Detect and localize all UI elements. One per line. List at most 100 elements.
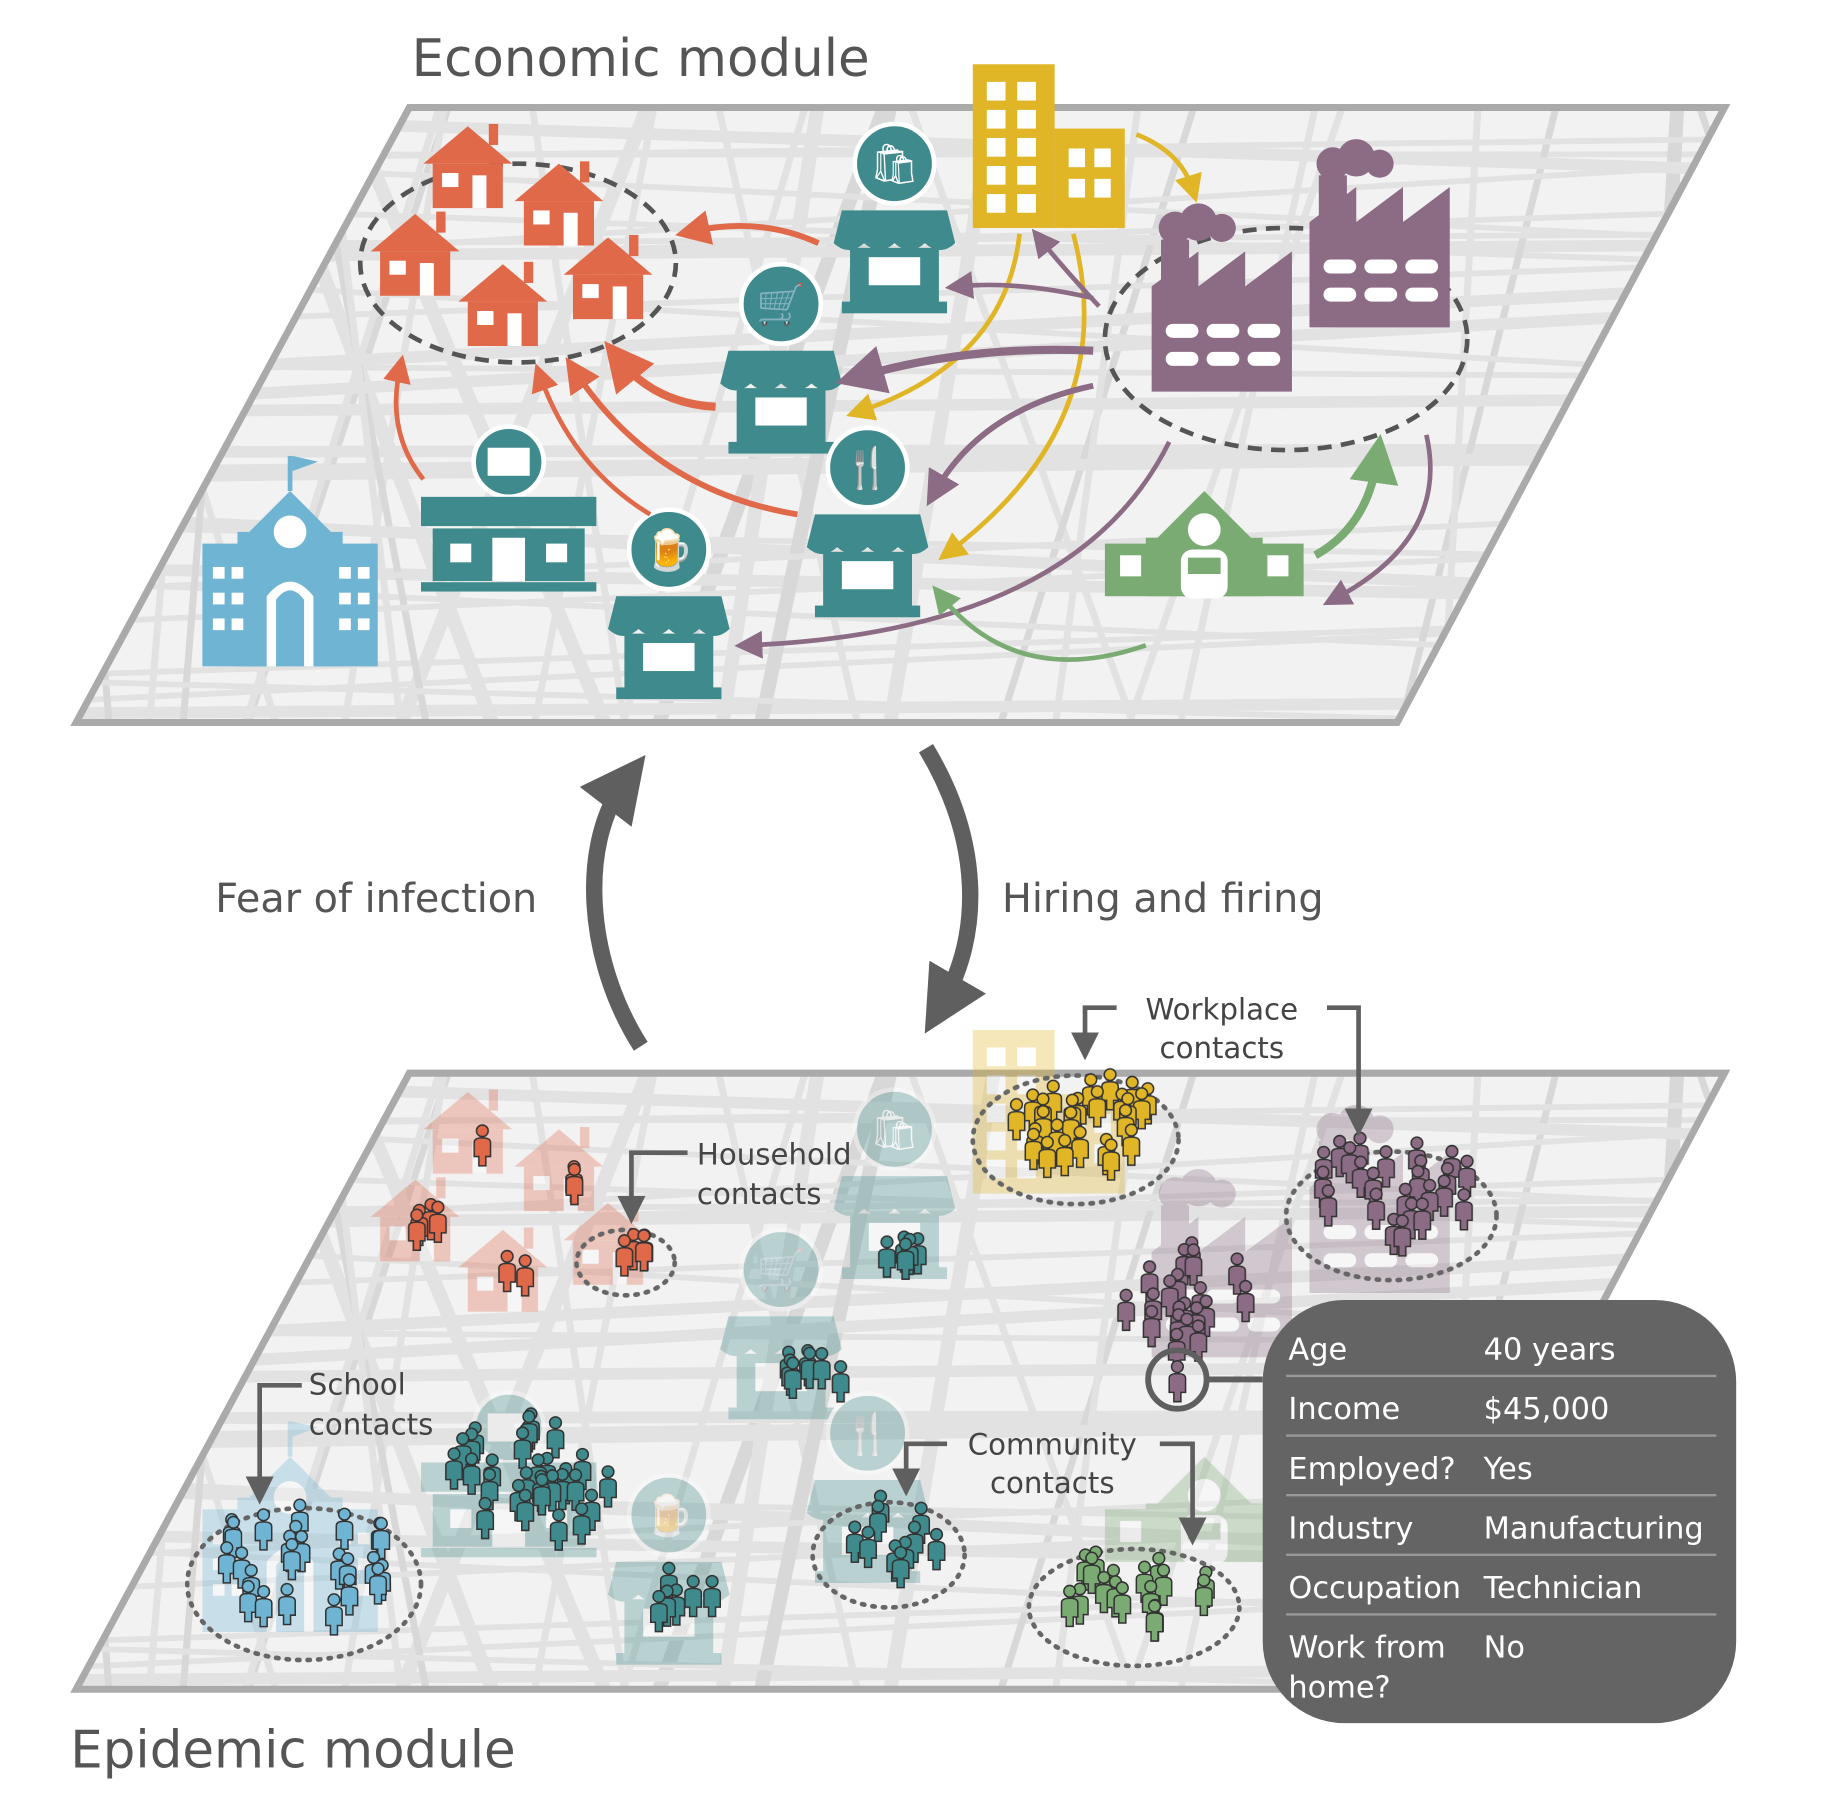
economic-layer-contents: 🛍 🛒 🍴 🍺 xyxy=(202,64,1470,700)
contact-cluster xyxy=(184,1498,424,1663)
house-icon xyxy=(423,123,513,209)
svg-text:🛒: 🛒 xyxy=(756,1247,805,1294)
person-icon xyxy=(1367,1187,1386,1230)
person-icon xyxy=(1145,1599,1164,1642)
economic-flow-arrow xyxy=(932,585,1147,662)
person-icon xyxy=(533,1473,551,1516)
economic-flow-arrow xyxy=(1031,228,1101,308)
contact-cluster xyxy=(407,1197,447,1251)
person-icon xyxy=(254,1508,273,1551)
hiring-and-firing-arrow xyxy=(919,743,986,1034)
person-icon xyxy=(549,1508,568,1551)
person-icon xyxy=(1055,1133,1074,1177)
contact-group-outline xyxy=(810,1499,967,1610)
attribute-value: $45,000 xyxy=(1484,1392,1610,1427)
person-icon xyxy=(1236,1279,1255,1323)
shopping-bag-store-icon: 🛍 xyxy=(833,121,956,314)
economic-flow-arrow xyxy=(846,233,1022,421)
contact-group-outline xyxy=(184,1505,424,1663)
person-icon xyxy=(1070,1582,1089,1625)
person-icon xyxy=(1071,1125,1090,1169)
person-icon xyxy=(1154,1563,1173,1607)
contact-cluster xyxy=(473,1124,492,1167)
contact-cluster xyxy=(970,1068,1181,1207)
school-contacts-label-2: contacts xyxy=(309,1407,434,1441)
economic-flow-arrow xyxy=(1135,132,1202,203)
person-icon xyxy=(292,1529,311,1573)
person-icon xyxy=(1168,1360,1187,1403)
person-icon xyxy=(1393,1214,1412,1257)
firms-group-outline xyxy=(1102,225,1470,453)
epidemic-module-title: Epidemic module xyxy=(70,1721,515,1781)
factory-icon xyxy=(1309,139,1450,328)
person-icon xyxy=(649,1589,668,1633)
person-icon xyxy=(516,1254,535,1297)
economic-flow-arrow xyxy=(383,354,426,481)
person-icon xyxy=(462,1452,481,1495)
person-icon xyxy=(1082,1551,1101,1594)
attribute-label: Income xyxy=(1288,1392,1400,1427)
person-icon xyxy=(369,1562,387,1605)
economic-flow-arrow xyxy=(734,440,1172,659)
person-icon xyxy=(1458,1154,1476,1198)
person-icon xyxy=(1435,1174,1454,1217)
svg-text:🍴: 🍴 xyxy=(843,1410,892,1457)
person-icon xyxy=(634,1229,653,1272)
bar-icon: 🍺 xyxy=(608,507,730,700)
person-icon xyxy=(1038,1135,1057,1179)
office-building-icon xyxy=(972,64,1125,228)
person-icon xyxy=(927,1527,946,1571)
contact-group-outline xyxy=(1283,1149,1499,1283)
attribute-value: No xyxy=(1484,1631,1525,1666)
economic-flow-arrow xyxy=(944,271,1094,301)
train-station-icon xyxy=(1104,491,1304,599)
person-icon xyxy=(224,1515,243,1559)
person-icon xyxy=(615,1234,634,1277)
community-contacts-label-2: contacts xyxy=(990,1466,1115,1500)
workplace-contacts-callout: Workplace contacts xyxy=(1070,992,1373,1137)
person-icon xyxy=(812,1347,831,1390)
person-icon xyxy=(891,1545,910,1589)
school-contacts-callout: School contacts xyxy=(245,1368,434,1505)
person-icon xyxy=(335,1507,354,1551)
person-icon xyxy=(498,1249,517,1293)
attribute-value: Manufacturing xyxy=(1484,1511,1704,1546)
person-icon xyxy=(831,1360,850,1403)
person-icon xyxy=(1132,1087,1151,1130)
person-icon xyxy=(845,1520,864,1563)
person-icon xyxy=(428,1200,447,1243)
contact-cluster xyxy=(1026,1545,1242,1669)
workplace-contacts-label-1: Workplace xyxy=(1145,992,1298,1026)
attribute-label: Employed? xyxy=(1288,1452,1455,1487)
economic-flow-arrow xyxy=(1313,433,1399,559)
svg-text:🛒: 🛒 xyxy=(756,281,805,328)
attribute-label: Industry xyxy=(1288,1511,1413,1546)
person-icon xyxy=(217,1541,236,1584)
restaurant-icon: 🍴 xyxy=(806,425,929,618)
person-icon xyxy=(372,1516,391,1560)
cinema-icon xyxy=(420,424,597,592)
contact-group-outline xyxy=(574,1227,678,1298)
person-icon xyxy=(1117,1288,1136,1332)
contact-cluster xyxy=(498,1249,535,1297)
contact-cluster xyxy=(649,1561,722,1633)
person-icon xyxy=(473,1124,492,1167)
households-group-outline xyxy=(357,161,679,365)
grocery-store-icon: 🛒 xyxy=(720,261,842,454)
person-icon xyxy=(480,1467,499,1511)
person-icon xyxy=(516,1488,535,1532)
attribute-label: Occupation xyxy=(1288,1571,1461,1606)
fear-of-infection-label: Fear of infection xyxy=(215,876,537,922)
svg-text:🍴: 🍴 xyxy=(843,445,892,492)
person-icon xyxy=(684,1574,703,1618)
person-icon xyxy=(896,1237,915,1280)
attribute-label: home? xyxy=(1288,1670,1390,1705)
house-icon xyxy=(370,211,460,296)
svg-text:🛍: 🛍 xyxy=(869,142,919,188)
agent-attribute-row: Income $45,000 xyxy=(1286,1392,1717,1437)
person-icon xyxy=(565,1162,584,1206)
person-icon xyxy=(513,1426,532,1469)
